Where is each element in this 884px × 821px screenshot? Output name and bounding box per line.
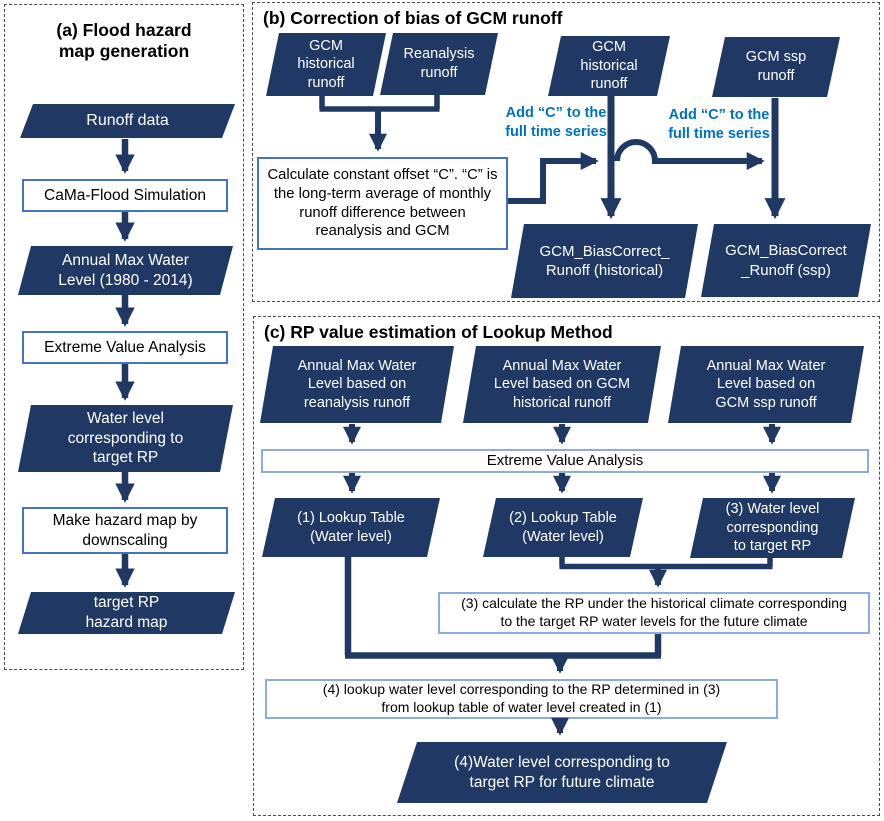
node-extreme-value-analysis-c: Extreme Value Analysis [261,449,869,473]
panel-a-title: (a) Flood hazard map generation [56,20,192,62]
node-amw-gcm-historical: Annual Max Water Level based on GCM hist… [463,346,661,423]
node-runoff-data: Runoff data [20,104,235,138]
node-target-rp-hazard-map: target RP hazard map [18,592,235,634]
node-water-level-4: (4)Water level corresponding to target R… [397,742,727,803]
annotation-add-c-ssp: Add “C” to the full time series [668,107,770,142]
node-gcm-historical-runoff-left: GCM historical runoff [266,33,386,96]
node-annual-max-water-level: Annual Max Water Level (1980 - 2014) [18,246,233,295]
node-gcm-biascorrect-historical: GCM_BiasCorrect_ Runoff (historical) [511,224,698,298]
panel-c-title: (c) RP value estimation of Lookup Method [264,322,613,342]
node-lookup-table-1: (1) Lookup Table (Water level) [262,498,440,557]
node-lookup-table-2: (2) Lookup Table (Water level) [483,498,643,557]
node-calc-rp-3: (3) calculate the RP under the historica… [438,592,870,634]
node-reanalysis-runoff: Reanalysis runoff [380,33,498,95]
node-calc-constant-offset: Calculate constant offset “C”. “C” is th… [257,157,508,250]
node-cama-flood-simulation: CaMa-Flood Simulation [22,179,228,212]
node-extreme-value-analysis-a: Extreme Value Analysis [22,331,228,364]
node-amw-gcm-ssp: Annual Max Water Level based on GCM ssp … [668,346,864,423]
node-gcm-biascorrect-ssp: GCM_BiasCorrect _Runoff (ssp) [701,224,871,297]
node-make-hazard-map: Make hazard map by downscaling [22,507,228,554]
node-gcm-ssp-runoff: GCM ssp runoff [712,37,840,97]
node-amw-reanalysis: Annual Max Water Level based on reanalys… [260,346,454,423]
node-water-level-3: (3) Water level corresponding to target … [690,498,855,558]
node-gcm-historical-runoff-right: GCM historical runoff [548,36,670,96]
node-lookup-4: (4) lookup water level corresponding to … [265,679,778,719]
panel-b-title: (b) Correction of bias of GCM runoff [263,8,563,28]
annotation-add-c-historical: Add “C” to the full time series [505,105,607,140]
node-water-level-target-rp: Water level corresponding to target RP [18,405,233,472]
